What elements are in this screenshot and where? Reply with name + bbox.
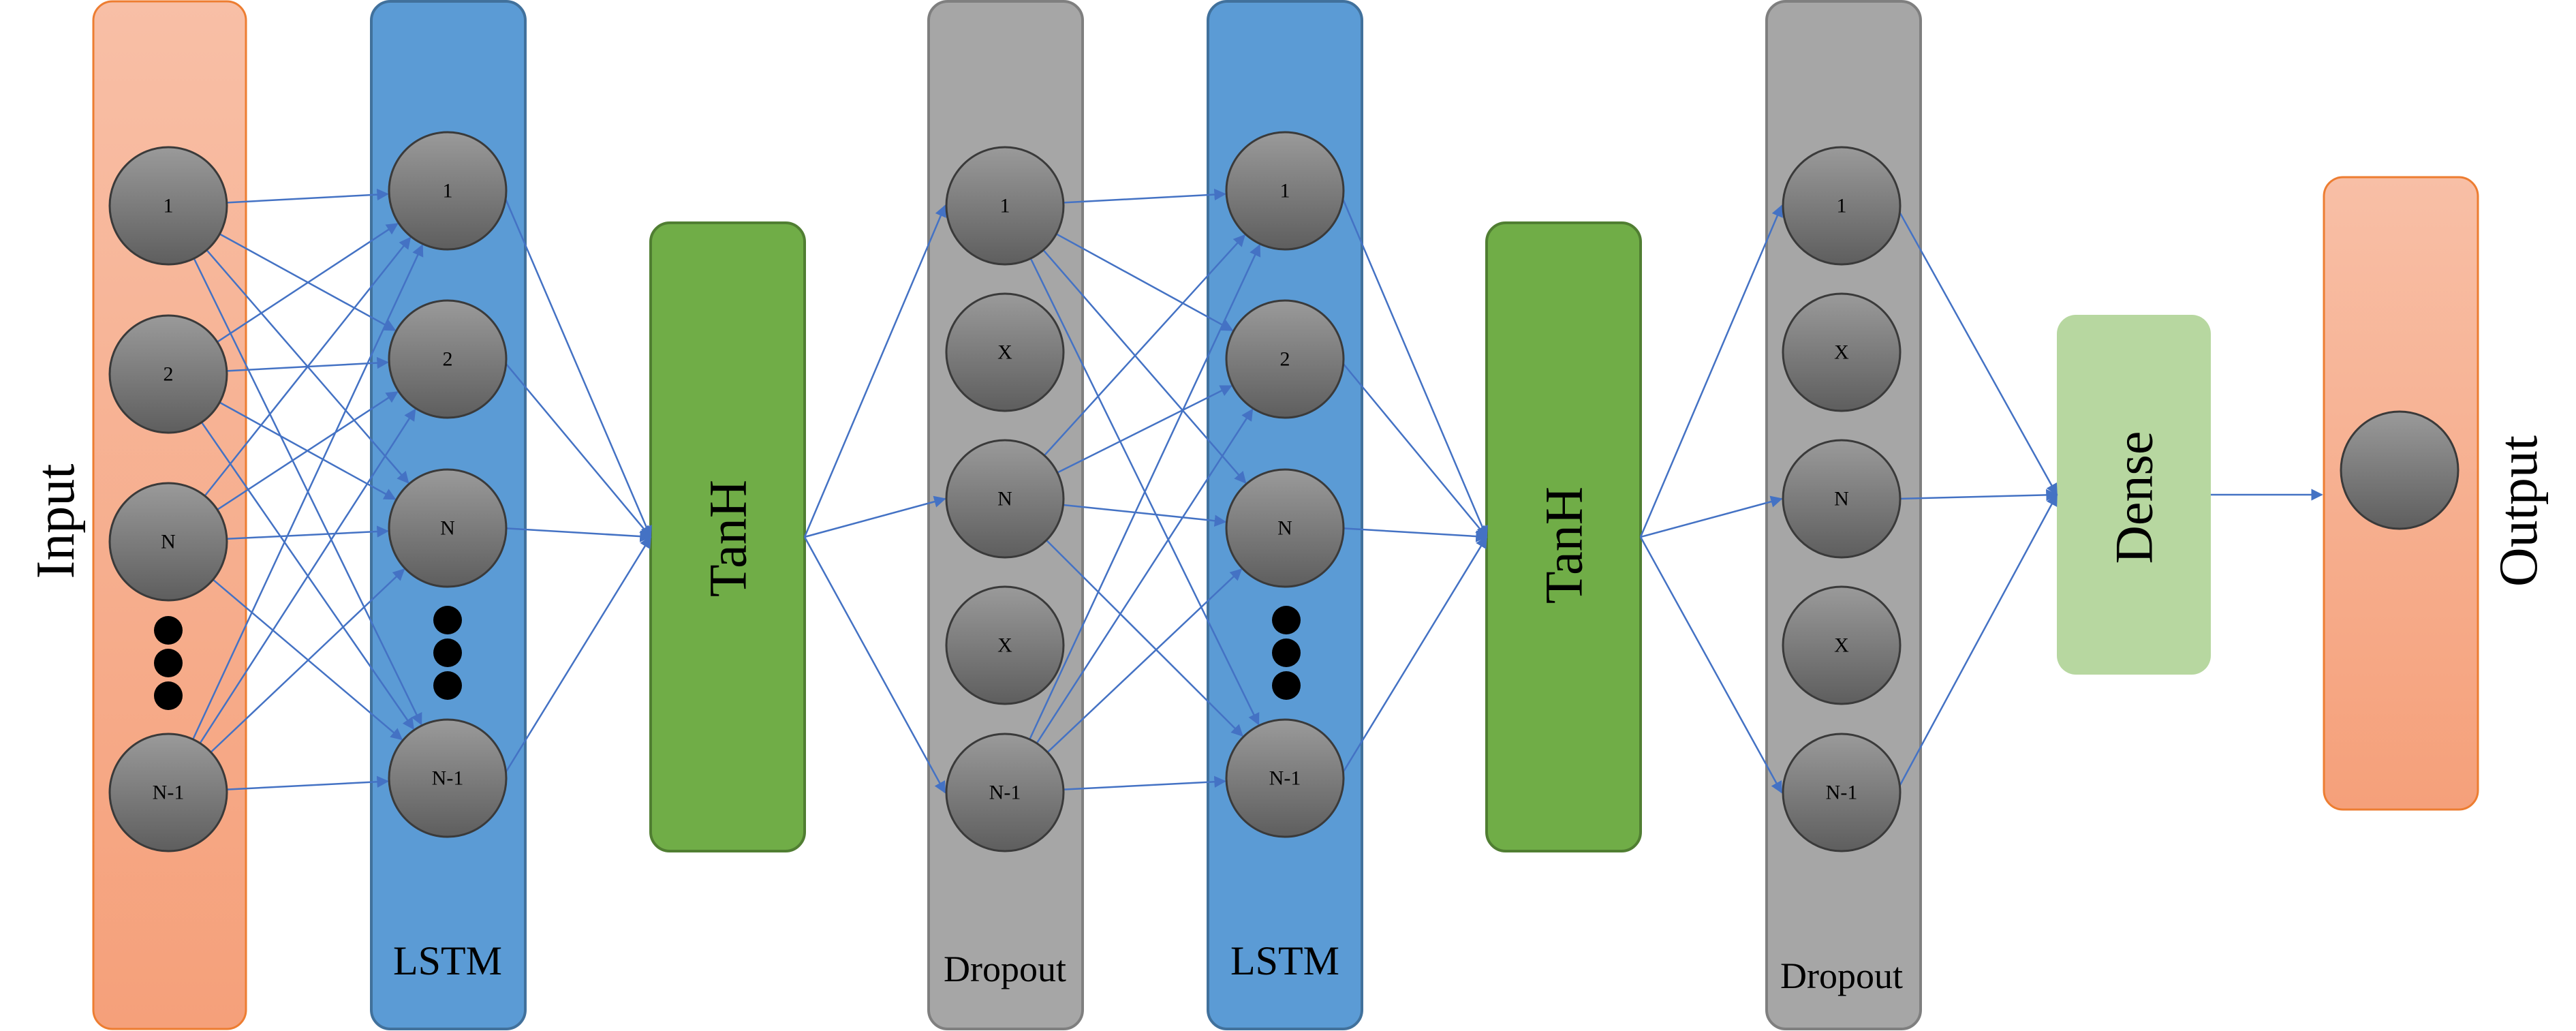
dropout1-node bbox=[945, 733, 1065, 852]
output-side-label: Output bbox=[2489, 435, 2549, 587]
lstm2-node-label: 2 bbox=[1280, 348, 1290, 371]
input-to-lstm1-arrow bbox=[217, 391, 399, 510]
dropout2-node-label: X bbox=[1834, 634, 1849, 657]
dropout1-to-lstm2-arrow bbox=[1046, 539, 1243, 737]
lstm1-node-label: N-1 bbox=[432, 767, 464, 790]
lstm1-node-label: 1 bbox=[443, 180, 453, 202]
dropout2-node-label: X bbox=[1834, 341, 1849, 364]
lstm2-node-label: N-1 bbox=[1269, 767, 1301, 790]
dropout1-label: Dropout bbox=[944, 949, 1066, 989]
dropout1-node-label: 1 bbox=[1000, 195, 1010, 217]
dropout1-to-lstm2-arrow bbox=[1036, 408, 1254, 744]
dropout2-to-dense-arrow bbox=[1895, 493, 2058, 793]
lstm1-to-tanh1-arrow bbox=[501, 190, 652, 538]
dropout2-node bbox=[1782, 292, 1902, 412]
tanh2-to-dropout2-arrow bbox=[1640, 495, 1783, 538]
input-to-lstm1-arrow bbox=[212, 579, 403, 741]
dropout2-to-dense-arrow bbox=[1895, 205, 2058, 496]
dropout1-node-label: X bbox=[997, 634, 1012, 657]
input-to-lstm1-arrow bbox=[199, 408, 416, 744]
input-to-lstm1-arrow bbox=[204, 236, 412, 497]
dense-label: Dense bbox=[2105, 431, 2164, 564]
dropout2-node bbox=[1782, 585, 1902, 705]
output-node bbox=[2340, 410, 2459, 530]
lstm1-node bbox=[388, 718, 508, 838]
lstm1-label: LSTM bbox=[393, 938, 502, 983]
lstm1-to-tanh1-arrow bbox=[501, 527, 652, 542]
lstm1-node bbox=[388, 131, 508, 251]
dropout1-to-lstm2-arrow bbox=[1063, 188, 1226, 204]
lstm1-node bbox=[388, 299, 508, 419]
dropout2-node-label: 1 bbox=[1837, 195, 1847, 217]
lstm1-node-label: N bbox=[440, 517, 455, 540]
input-node-label: N bbox=[161, 531, 176, 553]
dropout1-node-label: X bbox=[997, 341, 1012, 364]
lstm2-node bbox=[1225, 299, 1345, 419]
lstm1-to-tanh1-arrow bbox=[501, 536, 652, 779]
dropout1-node-label: N-1 bbox=[989, 782, 1021, 804]
input-to-lstm1-arrow bbox=[226, 188, 389, 204]
lstm2-node-label: 1 bbox=[1280, 180, 1290, 202]
input-node-label: 2 bbox=[164, 363, 174, 386]
dropout2-node-label: N bbox=[1834, 488, 1849, 510]
lstm2-node bbox=[1225, 131, 1345, 251]
tanh1-to-dropout1-arrow bbox=[803, 204, 946, 538]
input-node bbox=[108, 482, 228, 602]
input-node-label: 1 bbox=[164, 195, 174, 217]
lstm2-to-tanh2-arrow bbox=[1339, 358, 1488, 538]
lstm2-node bbox=[1225, 718, 1345, 838]
tanh2-to-dropout2-arrow bbox=[1639, 204, 1783, 538]
dropout1-node bbox=[945, 292, 1065, 412]
lstm2-node bbox=[1225, 468, 1345, 588]
neuron-nodes: 1 2N N-1 1 2N N-1 1X N X N-1 1 2N N-1 1X N X N-1 bbox=[108, 131, 1902, 852]
lstm1-ellipsis-dots bbox=[433, 606, 462, 700]
dropout2-node bbox=[1782, 733, 1902, 852]
input-node-label: N-1 bbox=[153, 782, 185, 804]
dropout1-to-lstm2-arrow bbox=[1057, 385, 1232, 474]
input-to-lstm1-arrow bbox=[226, 525, 389, 540]
lstm2-to-tanh2-arrow bbox=[1338, 190, 1488, 538]
dropout2-node bbox=[1782, 439, 1902, 559]
lstm2-node-label: N bbox=[1277, 517, 1292, 540]
input-to-lstm1-arrow bbox=[217, 223, 399, 343]
dropout1-to-lstm2-arrow bbox=[1042, 249, 1247, 484]
lstm1-node bbox=[388, 468, 508, 588]
dropout1-node bbox=[945, 146, 1065, 266]
connection-arrows bbox=[192, 188, 2323, 794]
dropout1-to-lstm2-arrow bbox=[1055, 233, 1234, 331]
dropout1-node-label: N bbox=[997, 488, 1012, 510]
lstm1-node-label: 2 bbox=[443, 348, 453, 371]
dropout1-to-lstm2-arrow bbox=[1046, 568, 1243, 753]
dropout2-to-dense-arrow bbox=[1895, 489, 2058, 502]
lstm2-label: LSTM bbox=[1230, 938, 1339, 983]
tanh1-label: TanH bbox=[698, 480, 758, 597]
input-side-label: Input bbox=[26, 464, 86, 579]
dropout1-to-lstm2-arrow bbox=[1029, 244, 1261, 740]
lstm2-to-tanh2-arrow bbox=[1338, 536, 1488, 779]
dense-panel bbox=[2057, 315, 2211, 675]
dropout2-node-label: N-1 bbox=[1826, 782, 1858, 804]
input-to-lstm1-arrow bbox=[192, 244, 424, 740]
dropout1-to-lstm2-arrow bbox=[1063, 775, 1226, 790]
tanh2-to-dropout2-arrow bbox=[1639, 536, 1783, 794]
dropout2-label: Dropout bbox=[1780, 955, 1903, 996]
lstm2-ellipsis-dots bbox=[1272, 606, 1301, 700]
input-node bbox=[108, 146, 228, 266]
tanh2-label: TanH bbox=[1534, 487, 1594, 604]
dropout1-to-lstm2-arrow bbox=[1063, 504, 1227, 527]
dropout1-node bbox=[945, 439, 1065, 559]
lstm1-to-tanh1-arrow bbox=[501, 358, 652, 538]
input-to-lstm1-arrow bbox=[210, 568, 405, 753]
tanh1-to-dropout1-arrow bbox=[803, 536, 946, 794]
input-ellipsis-dots bbox=[154, 616, 183, 710]
dropout2-node bbox=[1782, 146, 1902, 266]
input-to-lstm1-arrow bbox=[226, 775, 389, 790]
dropout1-node bbox=[945, 585, 1065, 705]
dropout1-to-lstm2-arrow bbox=[1043, 234, 1245, 457]
lstm2-to-tanh2-arrow bbox=[1339, 527, 1488, 542]
tanh1-to-dropout1-arrow bbox=[804, 495, 946, 538]
input-node bbox=[108, 314, 228, 434]
input-node bbox=[108, 733, 228, 852]
